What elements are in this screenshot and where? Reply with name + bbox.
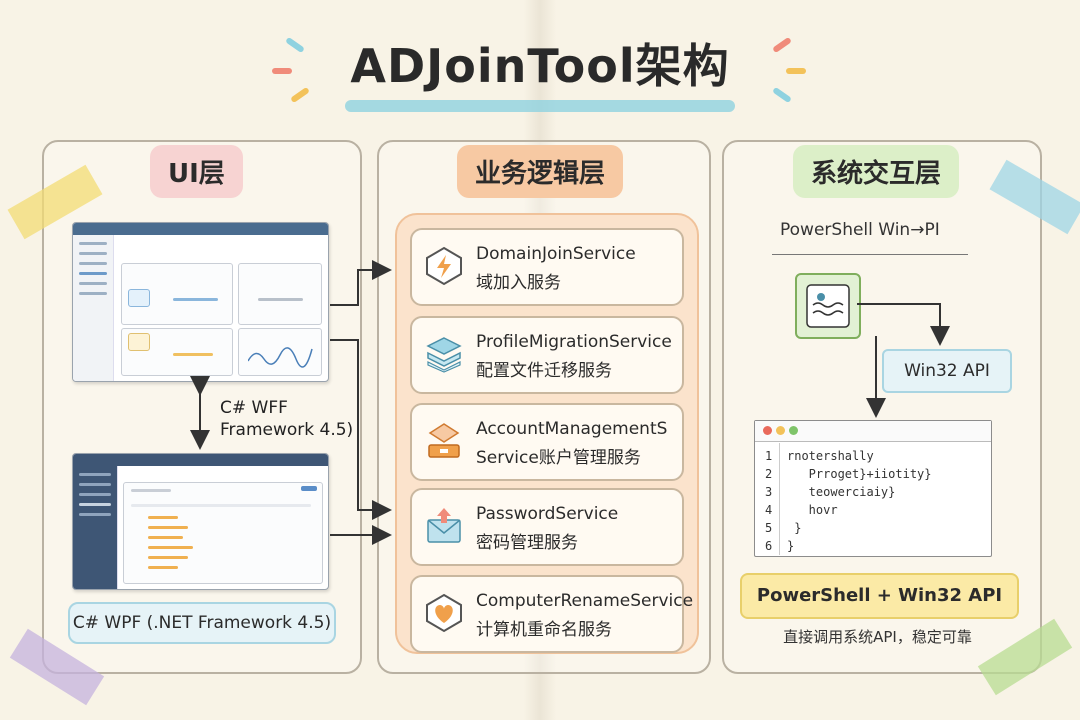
ui-arrow-label-2: Framework 4.5) [220, 420, 354, 440]
system-caption: 直接调用系统API，稳定可靠 [783, 628, 972, 646]
line-number: 2 [765, 467, 773, 481]
win32-api-box: Win32 API [882, 349, 1012, 393]
wave-chart-icon [248, 347, 313, 368]
code-line: } [787, 521, 802, 535]
ui-screenshot-dashboard [72, 222, 329, 382]
service-card: PasswordService 密码管理服务 [410, 488, 684, 566]
code-window: 1 2 3 4 5 6 rnotershally Prroget}+iiotit… [754, 420, 992, 557]
ui-arrow-label-1: C# WFF [220, 398, 288, 418]
line-number: 6 [765, 539, 773, 553]
powershell-win32-box: PowerShell + Win32 API [740, 573, 1019, 619]
service-card: DomainJoinService 域加入服务 [410, 228, 684, 306]
system-header-rule [772, 254, 968, 255]
inbox-icon [428, 423, 460, 458]
lightning-icon [426, 246, 462, 286]
code-line: hovr [787, 503, 838, 517]
envelope-icon [427, 508, 461, 543]
service-desc: 密码管理服务 [476, 533, 578, 553]
page-title: ADJoinTool架构 [350, 39, 730, 93]
ui-footer-pill: C# WPF (.NET Framework 4.5) [68, 602, 336, 644]
layers-icon [426, 337, 462, 373]
window-minimize-dot [776, 426, 785, 435]
code-line: Prroget}+iiotity} [787, 467, 932, 481]
line-number: 4 [765, 503, 773, 517]
document-icon [806, 284, 850, 328]
ui-to-service-arrow [330, 260, 392, 306]
service-name: DomainJoinService [476, 244, 636, 264]
code-line: rnotershally [787, 449, 874, 463]
line-number: 1 [765, 449, 773, 463]
title-spark [272, 68, 292, 74]
service-name: ProfileMigrationService [476, 332, 672, 352]
service-desc: Service账户管理服务 [476, 448, 641, 468]
line-number: 5 [765, 521, 773, 535]
system-layer-tag: 系统交互层 [793, 145, 960, 198]
code-line: teowerciaiy} [787, 485, 896, 499]
service-desc: 域加入服务 [476, 273, 561, 293]
service-card: ComputerRenameService 计算机重命名服务 [410, 575, 693, 653]
service-card: AccountManagementS Service账户管理服务 [410, 403, 684, 481]
ui-screenshot-list [72, 453, 329, 590]
service-name: ComputerRenameService [476, 591, 694, 611]
window-maximize-dot [789, 426, 798, 435]
title-spark [786, 68, 806, 74]
window-close-dot [763, 426, 772, 435]
code-line: } [787, 539, 795, 553]
powershell-to-api-arrow [857, 303, 950, 346]
title-underline [345, 100, 735, 112]
service-card: ProfileMigrationService 配置文件迁移服务 [410, 316, 684, 394]
service-name: PasswordService [476, 504, 619, 524]
ui-layer-tag: UI层 [150, 145, 243, 198]
code-gutter-line [779, 443, 780, 555]
system-header: PowerShell Win→PI [780, 220, 940, 240]
line-number: 3 [765, 485, 773, 499]
service-desc: 配置文件迁移服务 [476, 361, 612, 381]
service-desc: 计算机重命名服务 [476, 620, 612, 640]
ui-to-service-arrow [330, 339, 392, 520]
service-name: AccountManagementS [476, 419, 668, 439]
heart-icon [426, 593, 462, 633]
business-layer-tag: 业务逻辑层 [457, 145, 624, 198]
powershell-icon-box [795, 273, 861, 339]
